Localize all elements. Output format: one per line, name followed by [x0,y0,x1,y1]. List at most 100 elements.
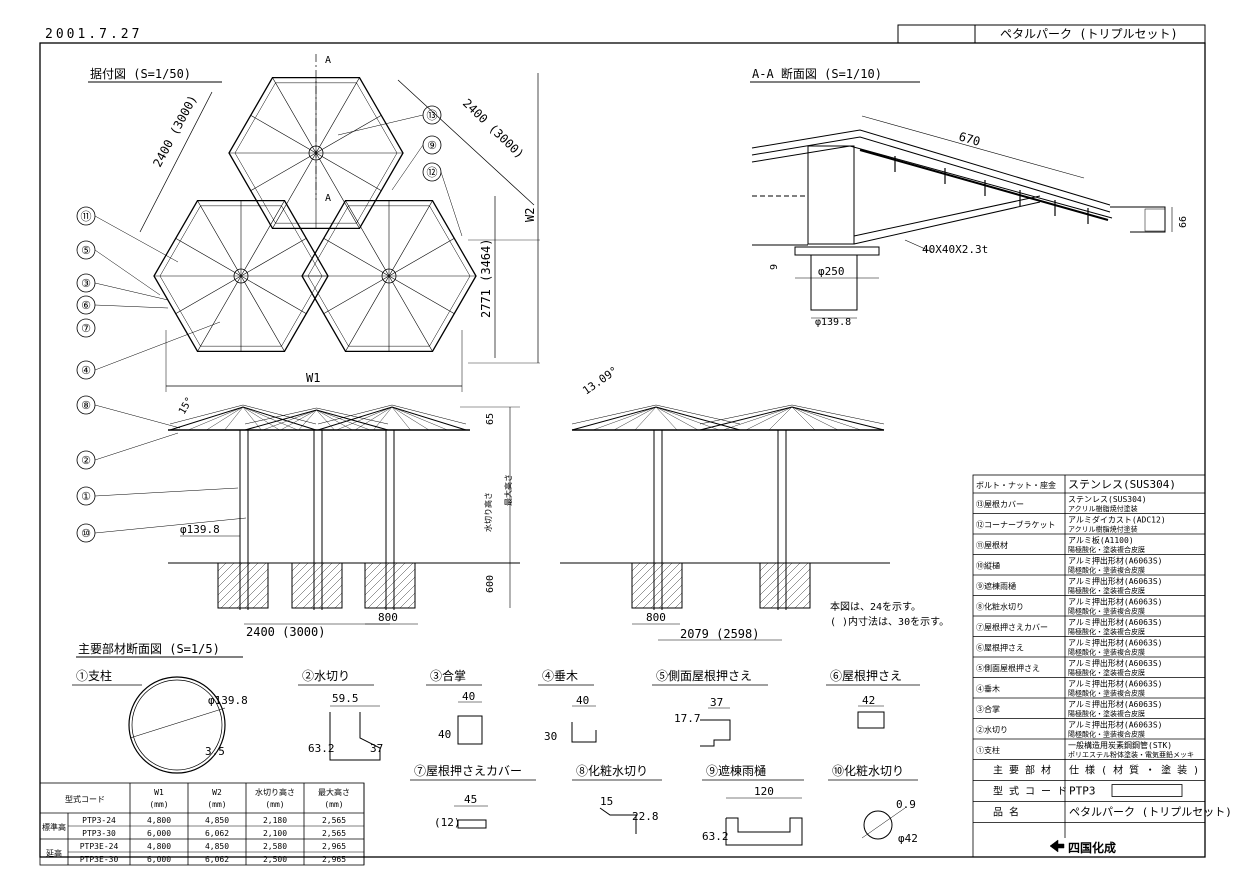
member-4-dim-h: 30 [544,730,557,743]
plan-rafter [240,200,285,277]
roof-gable [244,409,389,431]
elev-callout-8-leader [94,404,181,429]
member-7-dim-w: 45 [464,793,477,806]
plan-rafter [345,275,390,352]
title-header [897,24,1206,44]
member-label-7: ⑦屋根押さえカバー [414,764,522,778]
spec-row-name: ⑤側面屋根押さえ [976,663,1040,673]
model-table-header: (mm) [207,800,226,809]
plan-callout-11-text: ⑪ [81,210,92,223]
plan-callout-6-leader [94,304,169,309]
spec-top-spec: ステンレス(SUS304) [1068,478,1176,491]
roof-rib [791,406,862,431]
member-8-dim-h: 22.8 [632,810,659,823]
elev-angle-right: 13.09° [580,364,620,397]
footing-hatch [759,562,801,604]
spec-footer-spec: PTP3 [1069,785,1096,798]
elevation-front: 65 600 水切り高さ 最大高さ 15° φ139.8 2400 (3000)… [76,395,520,639]
roof-rib [391,406,430,431]
model-table-cell: 6,000 [147,829,171,838]
roof-gable-inner [169,404,317,425]
plan-rafter [240,238,307,277]
elev-callout-2-text: ② [81,454,91,467]
footing-hatch [364,562,406,604]
plan-callout-12-leader [440,171,463,237]
roof-gable-inner [571,404,741,425]
footing-hatch [631,562,641,572]
footing-hatch [391,584,416,609]
maker-logo-arrow [1049,839,1065,853]
footing-hatch [399,592,416,609]
member-6-dim-w: 42 [862,694,875,707]
footing-hatch [802,600,811,609]
member-10-dim-t: 0.9 [896,798,916,811]
spec-row-spec: アルミ押出形材(A6063S) [1068,576,1162,586]
spec-row-name: ③合掌 [976,704,1000,714]
elev-callout-10-leader [94,517,247,534]
member-label-5: ⑤側面屋根押さえ [656,669,752,683]
spec-row-spec: 陽極酸化・塗装複合皮膜 [1068,648,1145,657]
plan-callout-9-leader [391,144,424,191]
footing-hatch [291,562,301,572]
elev-callout-1-leader [94,487,239,497]
spec-table: ボルト・ナット・座金ステンレス(SUS304)⑬屋根カバーステンレス(SUS30… [972,474,1232,858]
model-table-cell: 2,180 [263,816,287,825]
spec-row-spec: 陽極酸化・塗装複合皮膜 [1068,586,1145,595]
members-view-title: 主要部材断面図 (S=1/5) [78,641,220,656]
plan-rafter [175,275,242,314]
footing-hatch [631,562,649,580]
spec-row-spec: アルミダイカスト(ADC12) [1068,515,1166,525]
spec-row-spec: アクリル樹脂焼付塗装 [1068,504,1138,513]
member-3-shape [457,715,483,745]
member-2-dim-h: 63.2 [308,742,335,755]
model-table: 型式コードW1(mm)W2(mm)水切り高さ(mm)最大高さ(mm)標準高PTP… [39,782,365,866]
member-5-shape [700,719,731,747]
spec-row-name: ⑩縦樋 [976,561,1000,571]
footing-hatch [367,562,414,609]
model-table-header: (mm) [149,800,168,809]
roof-rib [613,406,657,431]
spec-footer-spec: 仕 様 ( 材 質 ・ 塗 装 ) [1069,764,1199,777]
plan-rafter [388,200,433,277]
roof-rib [262,409,317,431]
footing [759,562,811,609]
spec-row-spec: アルミ押出形材(A6063S) [1068,617,1162,627]
member-3-dim-h: 40 [438,728,451,741]
plan-rafter [388,238,455,277]
plan-rafter [345,200,390,277]
spec-row-spec: ステンレス(SUS304) [1068,495,1147,504]
roof-rib [768,406,793,431]
elev-angle-left: 15° [177,395,196,416]
plan-callout-13-text: ⑬ [427,109,438,122]
plan-callout-11-leader [94,215,179,263]
roof-gable-inner [699,404,885,425]
footing-hatch [217,562,259,604]
footing-hatch [650,576,683,609]
footing-hatch [759,562,793,596]
plan-callout-7-text: ⑦ [81,322,91,335]
plan-view: A A 2400 (3000) 2400 (3000) 2771 (3464) … [76,54,540,392]
member-pole-dim-dia: φ139.8 [208,694,248,707]
model-table-cell: 4,800 [147,816,171,825]
member-label-2: ②水切り [302,669,350,683]
plan-dim-side-right: 2400 (3000) [460,96,527,161]
spec-row-spec: アルミ板(A1100) [1068,535,1134,545]
sheet-date: 2001.7.27 [45,27,142,42]
model-table-cell: 4,850 [205,842,229,851]
roof-rib [316,409,371,431]
plan-rafter [240,275,307,314]
member-pole-dim-thk: 3.5 [205,745,225,758]
plan-rafter [197,200,242,277]
footing-hatch [291,562,333,604]
spec-row-spec: 陽極酸化・塗装複合皮膜 [1068,668,1145,677]
plan-callout-9-text: ⑨ [427,139,437,152]
footing-hatch [666,592,683,609]
spec-row-name: ⑦屋根押さえカバー [976,622,1048,632]
footing-hatch [778,576,811,609]
spec-row-spec: アルミ押出形材(A6063S) [1068,638,1162,648]
roof-rib [634,406,657,431]
elev-dim-65: 65 [485,413,496,425]
member-10-shape [863,810,893,840]
model-table-cell: 4,850 [205,816,229,825]
